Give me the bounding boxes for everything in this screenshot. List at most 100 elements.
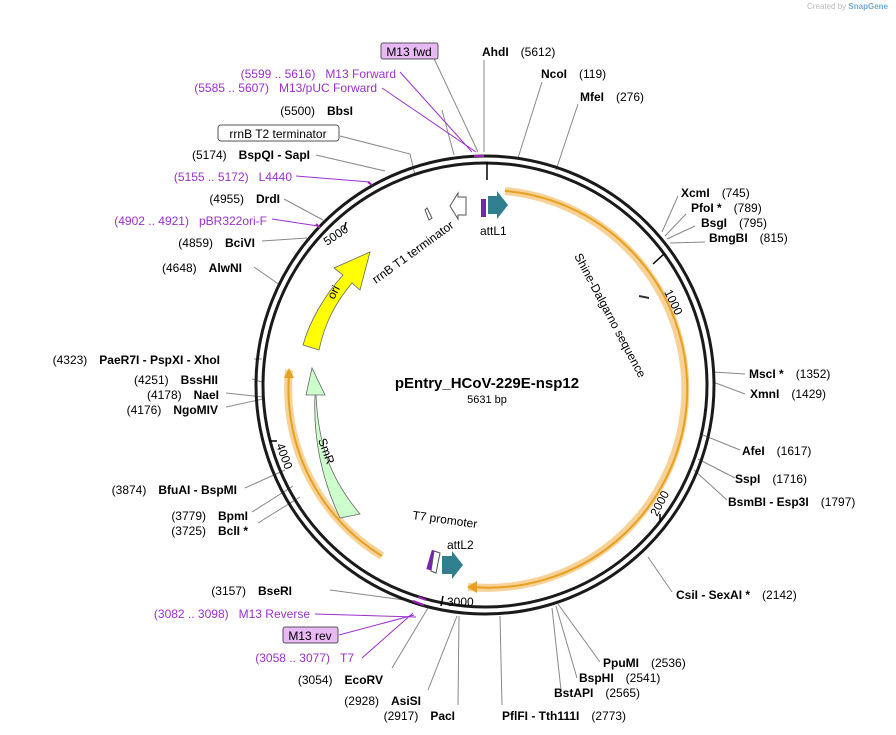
enzyme-name: BmgBI — [709, 231, 748, 245]
enzyme-name: AfeI — [742, 444, 765, 458]
snapgene-logo: SnapGene — [848, 2, 888, 11]
enzyme-naei: NaeI(4178) — [147, 388, 219, 402]
enzyme-bfuai: BfuAI - BspMI (3874) — [112, 483, 237, 497]
enzyme-ecorv: EcoRV(3054) — [298, 673, 383, 687]
enzyme-position: (2142) — [762, 588, 797, 602]
tick-marks — [269, 162, 665, 607]
enzyme-bstapi: BstAPI(2565) — [554, 686, 640, 700]
t7-marker — [430, 550, 441, 574]
enzyme-name: PflFI - Tth111I — [502, 709, 579, 723]
enzyme-position: (4859) — [178, 236, 213, 250]
left-arrowhead — [284, 368, 294, 378]
enzyme-position: (1429) — [791, 387, 826, 401]
enzyme-position: (4648) — [162, 261, 197, 275]
primer-name: L4440 — [259, 170, 293, 184]
enzyme-bsgi: BsgI (795) — [701, 216, 767, 230]
enzyme-name: BspHI — [579, 671, 614, 685]
enzyme-position: (4251) — [134, 373, 169, 387]
enzyme-labels: AhdI(5612)NcoI(119)MfeI(276)XcmI(745)Pfo… — [53, 45, 856, 723]
primer-position: (5585 .. 5607) — [194, 81, 269, 95]
enzyme-position: (745) — [722, 186, 750, 200]
tick-5000: 5000 — [321, 222, 351, 249]
enzyme-position: (5500) — [280, 104, 315, 118]
primer-t7: T7(3058 .. 3077) — [255, 651, 354, 665]
rrnb-t2-label: rrnB T2 terminator — [229, 127, 326, 141]
enzyme-name: DrdI — [256, 192, 280, 206]
enzyme-paci: PacI(2917) — [384, 709, 455, 723]
enzyme-msci: MscI *(1352) — [749, 367, 830, 381]
m13-fwd-box — [380, 42, 439, 60]
enzyme-position: (276) — [616, 90, 644, 104]
enzyme-name: BsgI — [701, 216, 727, 230]
tick-4000: 4000 — [273, 441, 295, 471]
enzyme-position: (4178) — [147, 388, 182, 402]
enzyme-name: BssHII — [181, 373, 218, 387]
primer-position: (3082 .. 3098) — [154, 607, 229, 621]
enzyme-position: (4955) — [209, 192, 244, 206]
enzyme-name: PfoI * — [691, 201, 722, 215]
primer-labels: M13 Forward(5599 .. 5616)M13/pUC Forward… — [114, 67, 396, 665]
enzyme-bcli: BclI *(3725) — [171, 524, 248, 538]
m13-fwd-label: M13 fwd — [386, 45, 431, 59]
enzyme-name: BpmI — [218, 509, 248, 523]
rrnb-t1-arrow — [449, 191, 467, 221]
enzyme-bsphi: BspHI (2541) — [579, 671, 660, 685]
leader-lines — [225, 49, 746, 706]
enzyme-name: MfeI — [580, 90, 604, 104]
enzyme-name: AlwNI — [209, 261, 242, 275]
enzyme-name: AsiSI — [391, 694, 421, 708]
enzyme-position: (795) — [739, 216, 767, 230]
enzyme-name: MscI * — [749, 367, 784, 381]
enzyme-position: (1797) — [821, 495, 856, 509]
primer-l4440: L4440 (5155 .. 5172) — [174, 170, 292, 184]
enzyme-pfoi: PfoI *(789) — [691, 201, 762, 215]
enzyme-position: (3779) — [171, 509, 206, 523]
enzyme-name: XcmI — [681, 186, 710, 200]
primer-name: pBR322ori-F — [199, 214, 267, 228]
enzyme-ppumi: PpuMI (2536) — [603, 656, 686, 670]
enzyme-name: BfuAI - BspMI — [158, 483, 237, 497]
shine-label: Shine-Dalgarno sequence — [571, 251, 649, 380]
enzyme-xcmi: XcmI (745) — [681, 186, 750, 200]
t7-promoter-label: T7 promoter — [412, 508, 479, 531]
enzyme-name: SspI — [735, 472, 760, 486]
enzyme-name: PpuMI — [603, 656, 639, 670]
plasmid-name: pEntry_HCoV-229E-nsp12 — [395, 375, 579, 392]
snapgene-credit: Created by SnapGene — [807, 2, 888, 11]
enzyme-alwni: AlwNI (4648) — [162, 261, 242, 275]
enzyme-bsshii: BssHII (4251) — [134, 373, 218, 387]
primer-leaders — [271, 71, 477, 659]
enzyme-name: EcoRV — [345, 673, 383, 687]
left-arc — [287, 373, 383, 557]
attl2-label: attL2 — [447, 538, 474, 552]
enzyme-name: PaeR7I - PspXI - XhoI — [99, 353, 220, 367]
primer-position: (5155 .. 5172) — [174, 170, 249, 184]
enzyme-name: AhdI — [482, 45, 509, 59]
ori-label: ori — [324, 283, 343, 301]
enzyme-name: BstAPI — [554, 686, 593, 700]
orf-arc — [471, 190, 689, 589]
enzyme-name: BseRI — [258, 584, 292, 598]
enzyme-name: BbsI — [327, 104, 353, 118]
enzyme-position: (2541) — [626, 671, 661, 685]
rrnb-t2-marker — [424, 207, 433, 221]
orf-arrowhead — [467, 581, 477, 593]
primer-position: (5599 .. 5616) — [241, 67, 316, 81]
tick-3000: 3000 — [447, 595, 474, 609]
enzyme-position: (2536) — [651, 656, 686, 670]
tick-2000: 2000 — [647, 488, 672, 518]
enzyme-name: XmnI — [750, 387, 779, 401]
shine-marker — [638, 295, 650, 299]
primer-pbr322: pBR322ori-F(4902 .. 4921) — [114, 214, 267, 228]
enzyme-mfei: MfeI (276) — [580, 90, 644, 104]
backbone-outer — [254, 154, 716, 616]
enzyme-position: (1617) — [777, 444, 812, 458]
enzyme-bcivi: BciVI(4859) — [178, 236, 255, 250]
enzyme-asisi: AsiSI(2928) — [344, 694, 421, 708]
attl1-marker — [481, 199, 486, 217]
enzyme-position: (3874) — [112, 483, 147, 497]
primer-m13reverse: M13 Reverse(3082 .. 3098) — [154, 607, 310, 621]
enzyme-xmni: XmnI (1429) — [750, 387, 826, 401]
enzyme-bpmi: BpmI (3779) — [171, 509, 248, 523]
